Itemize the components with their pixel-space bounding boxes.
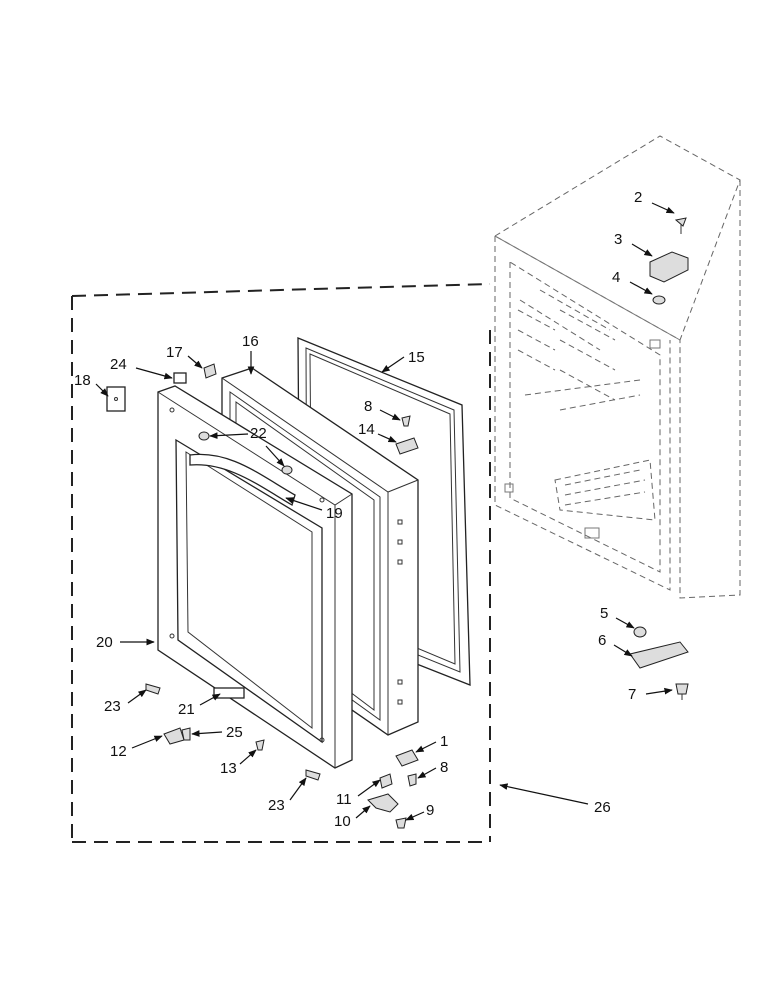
callout-14: 14 xyxy=(358,421,375,438)
callout-23-right: 23 xyxy=(268,797,285,814)
callout-8-upper: 8 xyxy=(364,398,372,415)
cabinet-outline xyxy=(494,135,741,599)
callout-8-lower: 8 xyxy=(440,759,448,776)
callout-18: 18 xyxy=(74,372,91,389)
callout-13: 13 xyxy=(220,760,237,777)
callout-25: 25 xyxy=(226,724,243,741)
callout-9: 9 xyxy=(426,802,434,819)
callout-11: 11 xyxy=(336,791,352,808)
callout-19: 19 xyxy=(326,505,343,522)
callout-23-left: 23 xyxy=(104,698,121,715)
callout-3: 3 xyxy=(614,231,622,248)
callout-4: 4 xyxy=(612,269,620,286)
callout-26: 26 xyxy=(594,799,611,816)
front-door-frame xyxy=(157,385,353,769)
callout-1: 1 xyxy=(440,733,448,750)
callout-5: 5 xyxy=(600,605,608,622)
hardware-parts xyxy=(106,217,689,829)
callout-21: 21 xyxy=(178,701,195,718)
callout-16: 16 xyxy=(242,333,259,350)
callout-24: 24 xyxy=(110,356,127,373)
callout-labels: 2 3 4 5 6 7 8 14 15 16 17 24 18 22 19 20… xyxy=(74,189,642,830)
callout-17: 17 xyxy=(166,344,183,361)
callout-22: 22 xyxy=(250,425,267,442)
callout-7: 7 xyxy=(628,686,636,703)
callout-15: 15 xyxy=(408,349,425,366)
callout-10: 10 xyxy=(334,813,351,830)
callout-2: 2 xyxy=(634,189,642,206)
leader-lines xyxy=(95,202,675,821)
door-assembly-boundary xyxy=(71,283,491,843)
callout-6: 6 xyxy=(598,632,606,649)
callout-12: 12 xyxy=(110,743,127,760)
callout-20: 20 xyxy=(96,634,113,651)
